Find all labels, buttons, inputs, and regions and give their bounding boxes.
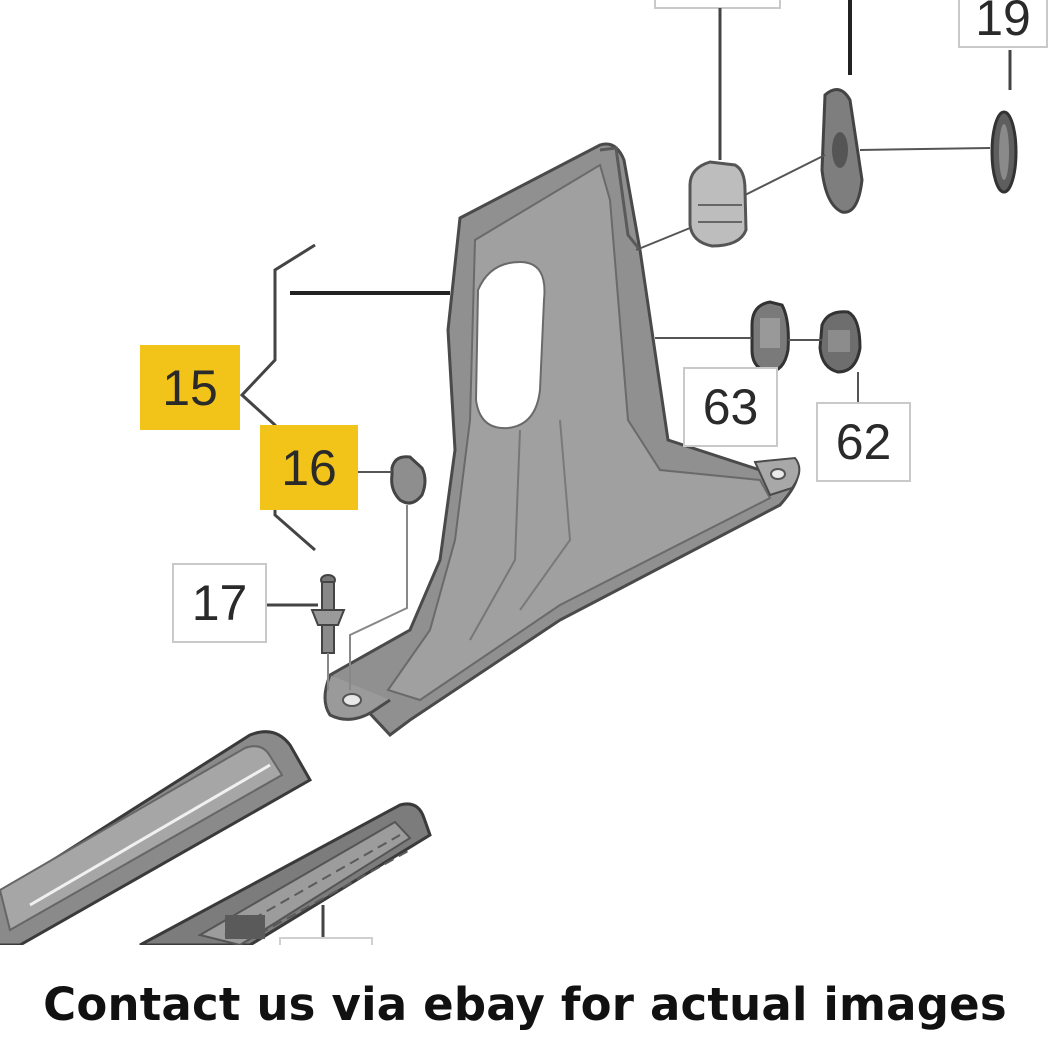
clip-part-upper — [688, 160, 748, 248]
bracket-part — [820, 88, 864, 214]
leader-line — [744, 154, 826, 196]
sill-trim-part — [0, 730, 313, 945]
scuff-plate-part — [139, 802, 432, 945]
leader-line — [859, 147, 991, 151]
group-bracket-15 — [239, 243, 316, 552]
callout-19: 19 — [958, 0, 1048, 48]
callout-16: 16 — [260, 425, 358, 510]
leader-line — [635, 227, 691, 251]
clip-part-62 — [818, 310, 862, 374]
leader-line — [349, 505, 408, 690]
callout-15: 15 — [140, 345, 240, 430]
cropped-callout-top — [654, 0, 781, 9]
clip-part-63 — [750, 300, 790, 374]
clip-part-16 — [390, 455, 427, 505]
pillar-trim-part — [323, 142, 801, 738]
callout-63: 63 — [683, 367, 778, 447]
grommet-part-19 — [990, 110, 1018, 194]
cropped-callout-bottom — [279, 937, 373, 945]
push-pin-part-17 — [310, 574, 346, 654]
parts-diagram — [0, 0, 1018, 945]
callout-62: 62 — [816, 402, 911, 482]
callout-17: 17 — [172, 563, 267, 643]
caption-text: Contact us via ebay for actual images — [43, 978, 1007, 1031]
